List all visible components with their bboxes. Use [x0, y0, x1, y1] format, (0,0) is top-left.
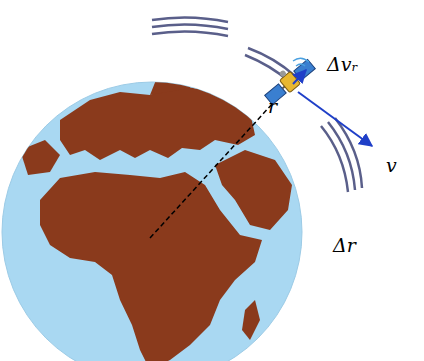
ocean	[2, 82, 302, 361]
velocity-arrow	[298, 92, 372, 146]
radial-velocity-arrow	[293, 70, 306, 84]
radius-label: r	[268, 97, 277, 116]
velocity-label: v	[386, 156, 397, 175]
radial-velocity-label: Δvᵣ	[327, 55, 358, 74]
signal-arcs	[152, 17, 362, 192]
transmission-waves	[293, 58, 309, 66]
radius-line	[150, 92, 283, 238]
displacement-label: Δr	[333, 236, 356, 255]
continents	[20, 60, 292, 361]
